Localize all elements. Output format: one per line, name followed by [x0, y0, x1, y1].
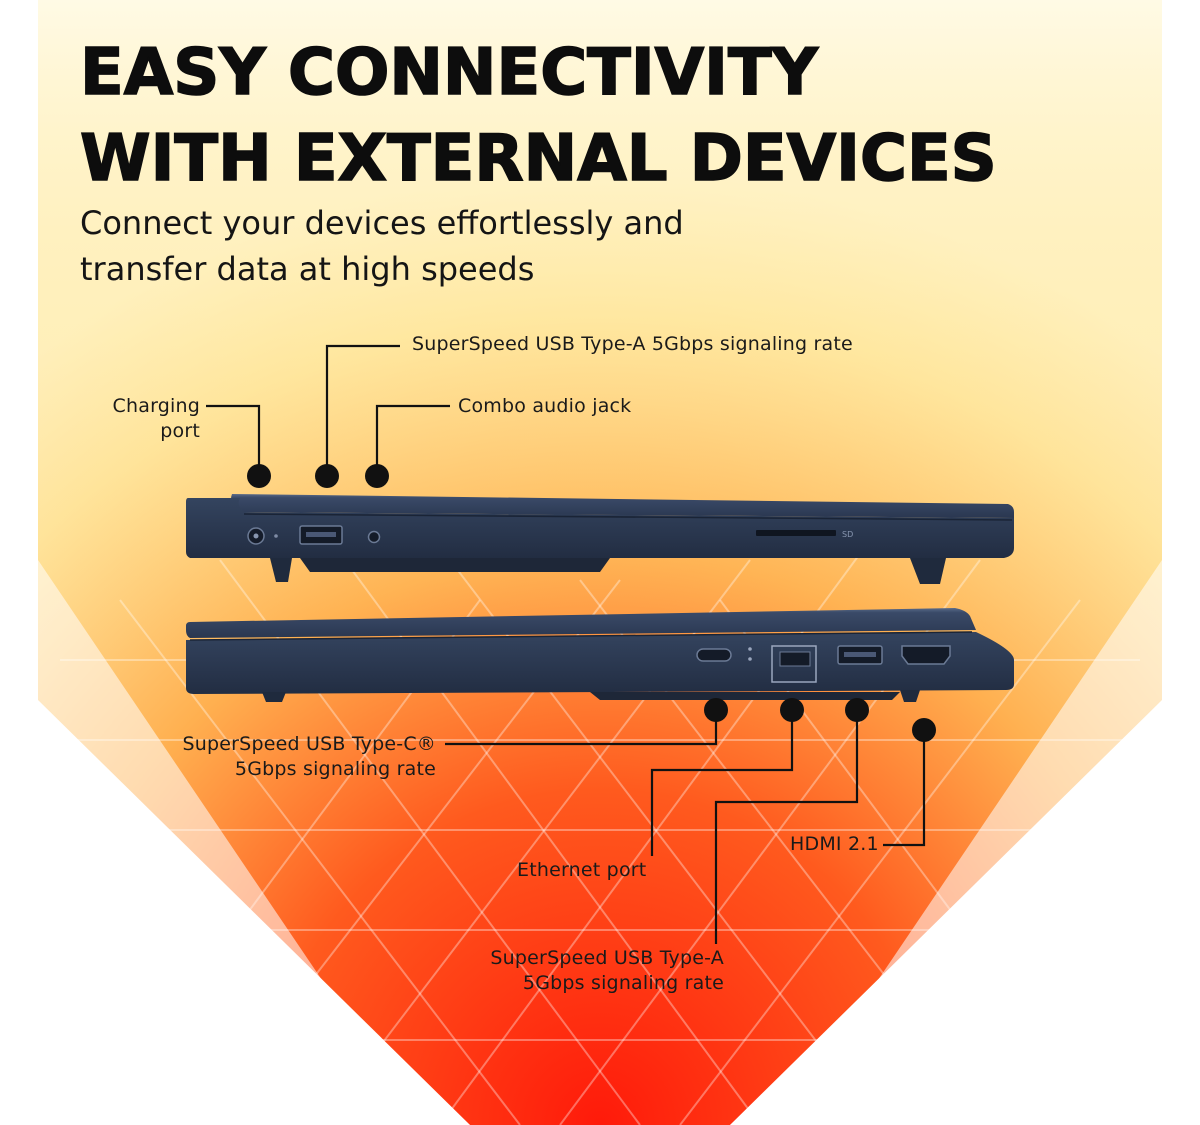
callout-audio-jack: Combo audio jack — [458, 395, 632, 417]
hdmi-callout-dot — [912, 718, 936, 742]
sd-label: SD — [842, 530, 853, 539]
callout-ethernet: Ethernet port — [517, 859, 647, 881]
usb-c-callout-dot — [704, 698, 728, 722]
callout-usb-c-line-1: SuperSpeed USB Type-C® — [182, 733, 436, 755]
page-headline: EASY CONNECTIVITY WITH EXTERNAL DEVICES — [79, 30, 997, 202]
headline-line-1: EASY CONNECTIVITY — [79, 35, 819, 111]
callout-dots-bottom — [704, 698, 936, 742]
sd-slot-icon — [756, 530, 836, 536]
leader-lines-top — [206, 344, 450, 472]
callout-usb-a-top: SuperSpeed USB Type-A 5Gbps signaling ra… — [412, 333, 853, 355]
laptop-left-side: SD — [186, 494, 1014, 584]
usb-a-bottom-callout-dot — [845, 698, 869, 722]
callout-charging-line-2: port — [160, 420, 200, 442]
callout-charging-port: Charging port — [96, 394, 200, 444]
callout-dots-top — [247, 464, 389, 488]
ethernet-callout-dot — [780, 698, 804, 722]
subheadline-line-2: transfer data at high speeds — [80, 250, 535, 288]
callout-usb-a-bottom: SuperSpeed USB Type-A 5Gbps signaling ra… — [440, 946, 724, 996]
ethernet-port-icon — [771, 645, 817, 683]
subheadline-line-1: Connect your devices effortlessly and — [80, 204, 684, 242]
charging-callout-dot — [247, 464, 271, 488]
audio-jack-icon — [367, 530, 381, 544]
usb-a-top-callout-dot — [315, 464, 339, 488]
callout-usb-c: SuperSpeed USB Type-C® 5Gbps signaling r… — [140, 732, 436, 782]
callout-usb-a-bottom-line-1: SuperSpeed USB Type-A — [490, 947, 724, 969]
usb-c-port-icon — [696, 648, 732, 662]
headline-line-2: WITH EXTERNAL DEVICES — [79, 121, 997, 197]
page-subheadline: Connect your devices effortlessly and tr… — [80, 200, 684, 292]
laptop-right-side — [186, 608, 1014, 702]
callout-charging-line-1: Charging — [112, 395, 200, 417]
callout-hdmi: HDMI 2.1 — [790, 833, 879, 855]
audio-callout-dot — [365, 464, 389, 488]
hdmi-port-icon — [901, 645, 951, 665]
leader-lines-bottom — [445, 712, 926, 944]
callout-usb-a-bottom-line-2: 5Gbps signaling rate — [522, 972, 724, 994]
callout-usb-c-line-2: 5Gbps signaling rate — [234, 758, 436, 780]
